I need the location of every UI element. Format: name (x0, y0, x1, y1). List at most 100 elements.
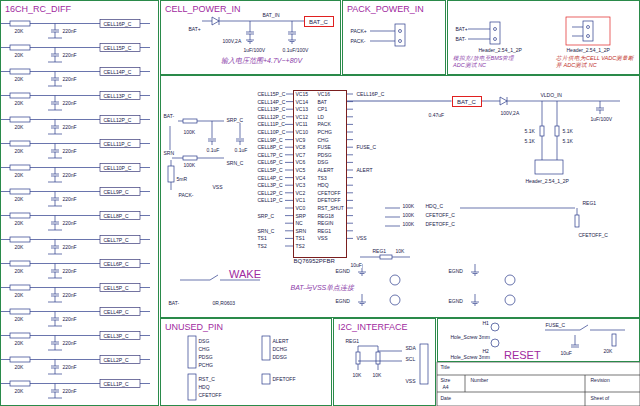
pin-name: REG18 (317, 213, 334, 219)
net-label: BAT- (455, 36, 467, 42)
net-label: CELL3P_C (103, 333, 129, 339)
component-label: HDQ_C (425, 203, 444, 209)
net-label: CELL11P_C (103, 141, 131, 147)
pin-name: PDSG (317, 152, 332, 158)
resistor-symbol (10, 213, 30, 218)
wire (55, 216, 56, 223)
component-value: 220nF (62, 340, 77, 346)
component-label: 5.1K (524, 128, 535, 134)
highlight-box (566, 17, 610, 45)
wire (140, 95, 150, 96)
wire (48, 326, 62, 327)
pin-name: CFETOFF (317, 190, 341, 196)
diode-symbol (212, 17, 219, 25)
wire (140, 335, 150, 336)
wire (140, 383, 150, 384)
capacitor-symbol (51, 102, 59, 103)
wire (250, 34, 251, 40)
component-value: 20K (14, 340, 24, 346)
wire (140, 71, 150, 72)
net-name: BAT_C (305, 18, 333, 26)
pin-name: REGIN (317, 220, 334, 226)
wire (385, 226, 400, 227)
wire (55, 224, 56, 230)
wire (30, 119, 100, 120)
net-label: CELL8P_C (103, 213, 129, 219)
title-block-frame (437, 362, 640, 406)
pin-name: VC8 (295, 144, 306, 150)
wire (542, 101, 543, 126)
wire (48, 254, 62, 255)
pin-stub (347, 223, 353, 224)
wire (48, 374, 62, 375)
net-port (100, 20, 140, 28)
pin-name: HDQ (317, 182, 329, 188)
wire (358, 364, 359, 370)
capacitor-symbol (51, 78, 59, 79)
wire (250, 21, 251, 32)
wire (140, 191, 150, 192)
wire (170, 126, 171, 150)
component-label: Hole_Screw 3mm (450, 354, 490, 360)
ground-symbol (288, 40, 296, 41)
component-value: 220nF (62, 268, 77, 274)
net-label: CELL13P_C (257, 106, 286, 112)
wire (48, 398, 62, 399)
wire (55, 104, 56, 110)
component-value: 20K (14, 316, 24, 322)
wire (358, 361, 402, 362)
wire (30, 215, 100, 216)
wire (180, 280, 210, 281)
net-port (100, 332, 140, 340)
wire (385, 217, 400, 218)
section-heading: 16CH_RC_DIFF (5, 4, 71, 15)
pin-stub (347, 230, 353, 231)
pin-name: VC6 (295, 159, 306, 165)
net-label: 100V,2A (222, 38, 242, 44)
capacitor-symbol (288, 32, 296, 33)
resistor-symbol (10, 285, 30, 290)
net-label: CELL4P_C (257, 175, 283, 181)
net-label: CELL11P_C (257, 121, 285, 127)
net-label: Header_2.54_1_2P (478, 47, 522, 53)
wire (55, 248, 56, 254)
wire (55, 144, 56, 151)
net-label: PACK+ (350, 28, 367, 34)
component-value: 20K (14, 52, 24, 58)
component-label: CFETOFF_C (578, 232, 608, 238)
capacitor-symbol (51, 198, 59, 199)
ground-symbol (360, 273, 365, 274)
wire (557, 101, 558, 126)
section-panel: CELL_POWER_IN输入电压范围+4.7V~+80VBAT_C (160, 0, 341, 75)
component-label: 100K (402, 212, 415, 218)
wire (30, 47, 100, 48)
wire (55, 192, 56, 199)
component-value: 220nF (62, 316, 77, 322)
capacitor-symbol (51, 390, 59, 391)
wire (48, 62, 62, 63)
wire (55, 96, 56, 103)
component-label: BAT- (163, 113, 175, 119)
net-port (100, 68, 140, 76)
net-label: SRP_C (257, 213, 275, 219)
pin-name: VC11 (295, 121, 308, 127)
mounting-hole (505, 295, 515, 305)
component-label: 0.1uF (206, 147, 220, 153)
ground-symbol (361, 305, 363, 306)
pin-name: RST_SHUT (317, 205, 344, 211)
component-label: FUSE_C (545, 322, 566, 328)
component-value: 220nF (62, 124, 77, 130)
resistor-symbol (10, 309, 30, 314)
pin-stub (347, 147, 353, 148)
resistor-symbol (10, 141, 30, 146)
title-block-cell: A4 (442, 384, 449, 390)
wire (55, 80, 56, 86)
wire (55, 120, 56, 127)
component-label: EGND (448, 268, 463, 274)
net-port (100, 116, 140, 124)
wire (55, 360, 56, 367)
ground-symbol (246, 40, 254, 41)
resistor-symbol (376, 352, 380, 364)
wire (48, 110, 62, 111)
wire (55, 272, 56, 278)
